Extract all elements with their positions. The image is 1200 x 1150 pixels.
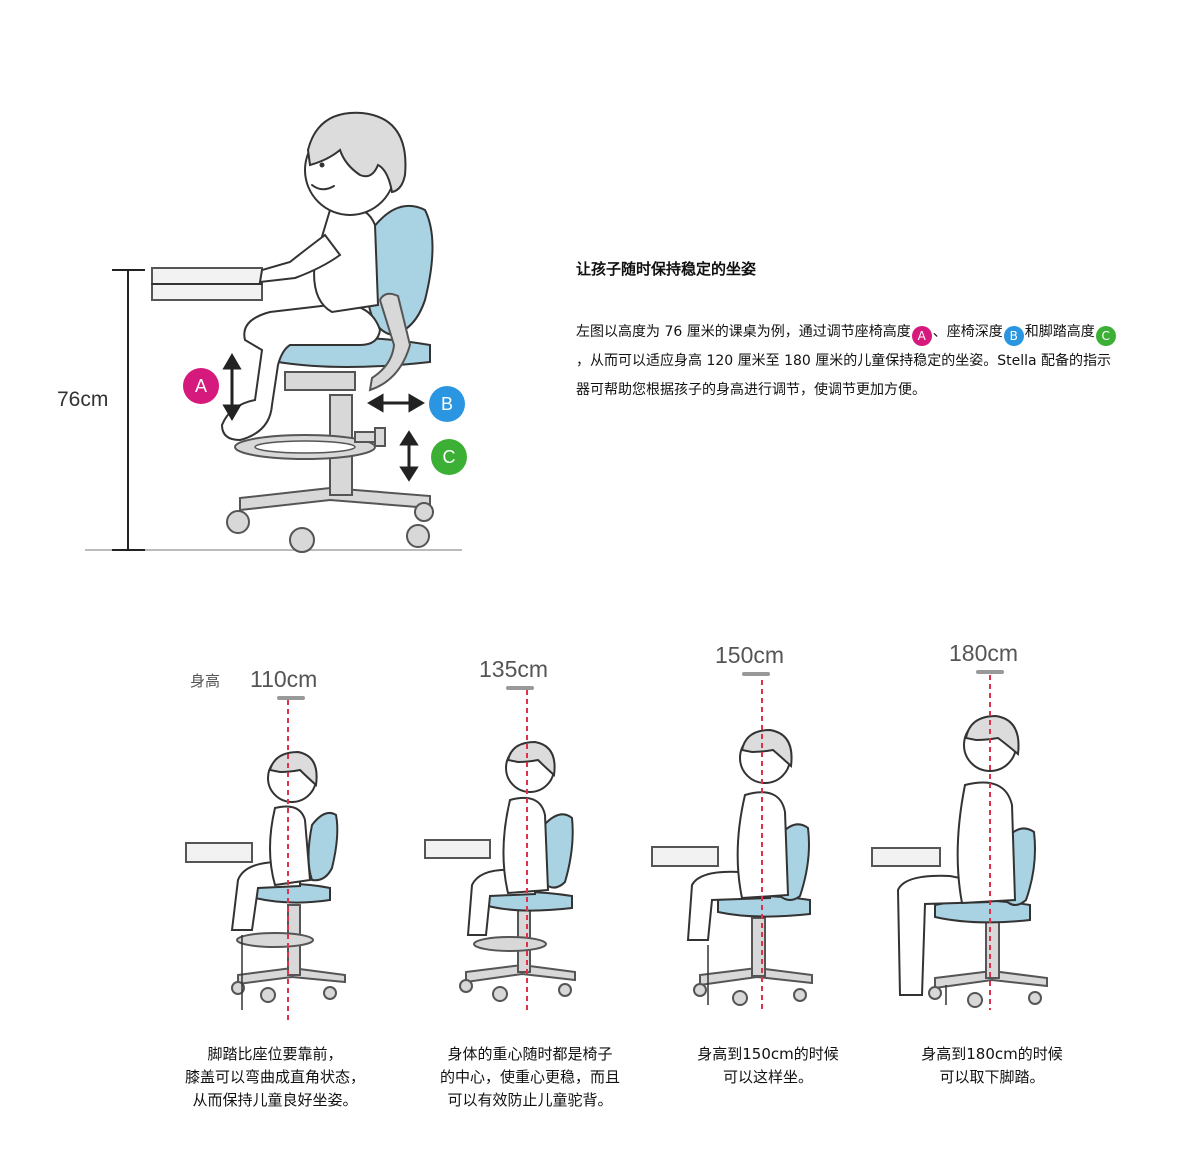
height-label: 身高: [190, 672, 221, 690]
stage-bar-150: [742, 672, 770, 676]
desc-part-1: 左图以高度为 76 厘米的课桌为例，通过调节座椅高度: [576, 324, 911, 340]
stage-figure-180: [871, 675, 1048, 1010]
stage-caption-110: 脚踏比座位要靠前， 膝盖可以弯曲成直角状态， 从而保持儿童良好坐姿。: [184, 1045, 365, 1109]
stage-height-180: 180cm: [949, 640, 1019, 666]
desc-part-2: 、座椅深度: [932, 324, 1003, 340]
inline-badge-a: A: [911, 326, 932, 346]
stage-height-135: 135cm: [479, 656, 549, 682]
double-arrow-icon: [222, 353, 425, 482]
stage-figure-135: [424, 690, 576, 1010]
stage-caption-150: 身高到150cm的时候 可以这样坐。: [697, 1045, 839, 1086]
desk-height-label: 76cm: [57, 388, 109, 411]
stage-figure-150: [651, 680, 813, 1010]
desc-part-4: ，从而可以适应身高 120 厘米至 180 厘米的儿童保持稳定的坐姿。Stell…: [576, 353, 1112, 398]
stage-height-150: 150cm: [715, 642, 785, 668]
stage-caption-180: 身高到180cm的时候 可以取下脚踏。: [921, 1045, 1063, 1086]
stage-bar-110: [277, 696, 305, 700]
inline-badge-c: C: [1095, 326, 1116, 346]
inline-badge-b: B: [1003, 326, 1024, 346]
height-dimension: [112, 269, 145, 551]
stage-figure-110: [185, 700, 346, 1020]
section-headline: 让孩子随时保持稳定的坐姿: [576, 260, 757, 278]
badge-c: C: [431, 439, 467, 475]
child-illustration: [220, 111, 407, 442]
stage-bar-180: [976, 670, 1004, 674]
stage-bar-135: [506, 686, 534, 690]
desk: [151, 267, 263, 301]
stage-caption-135: 身体的重心随时都是椅子 的中心，使重心更稳，而且 可以有效防止儿童驼背。: [439, 1045, 620, 1109]
kids-chair: [226, 205, 434, 553]
desc-part-3: 和脚踏高度: [1024, 324, 1095, 340]
stage-height-110: 110cm: [250, 666, 318, 692]
badge-a: A: [183, 368, 219, 404]
top-illustration: [85, 111, 462, 553]
badge-b: B: [429, 386, 465, 422]
